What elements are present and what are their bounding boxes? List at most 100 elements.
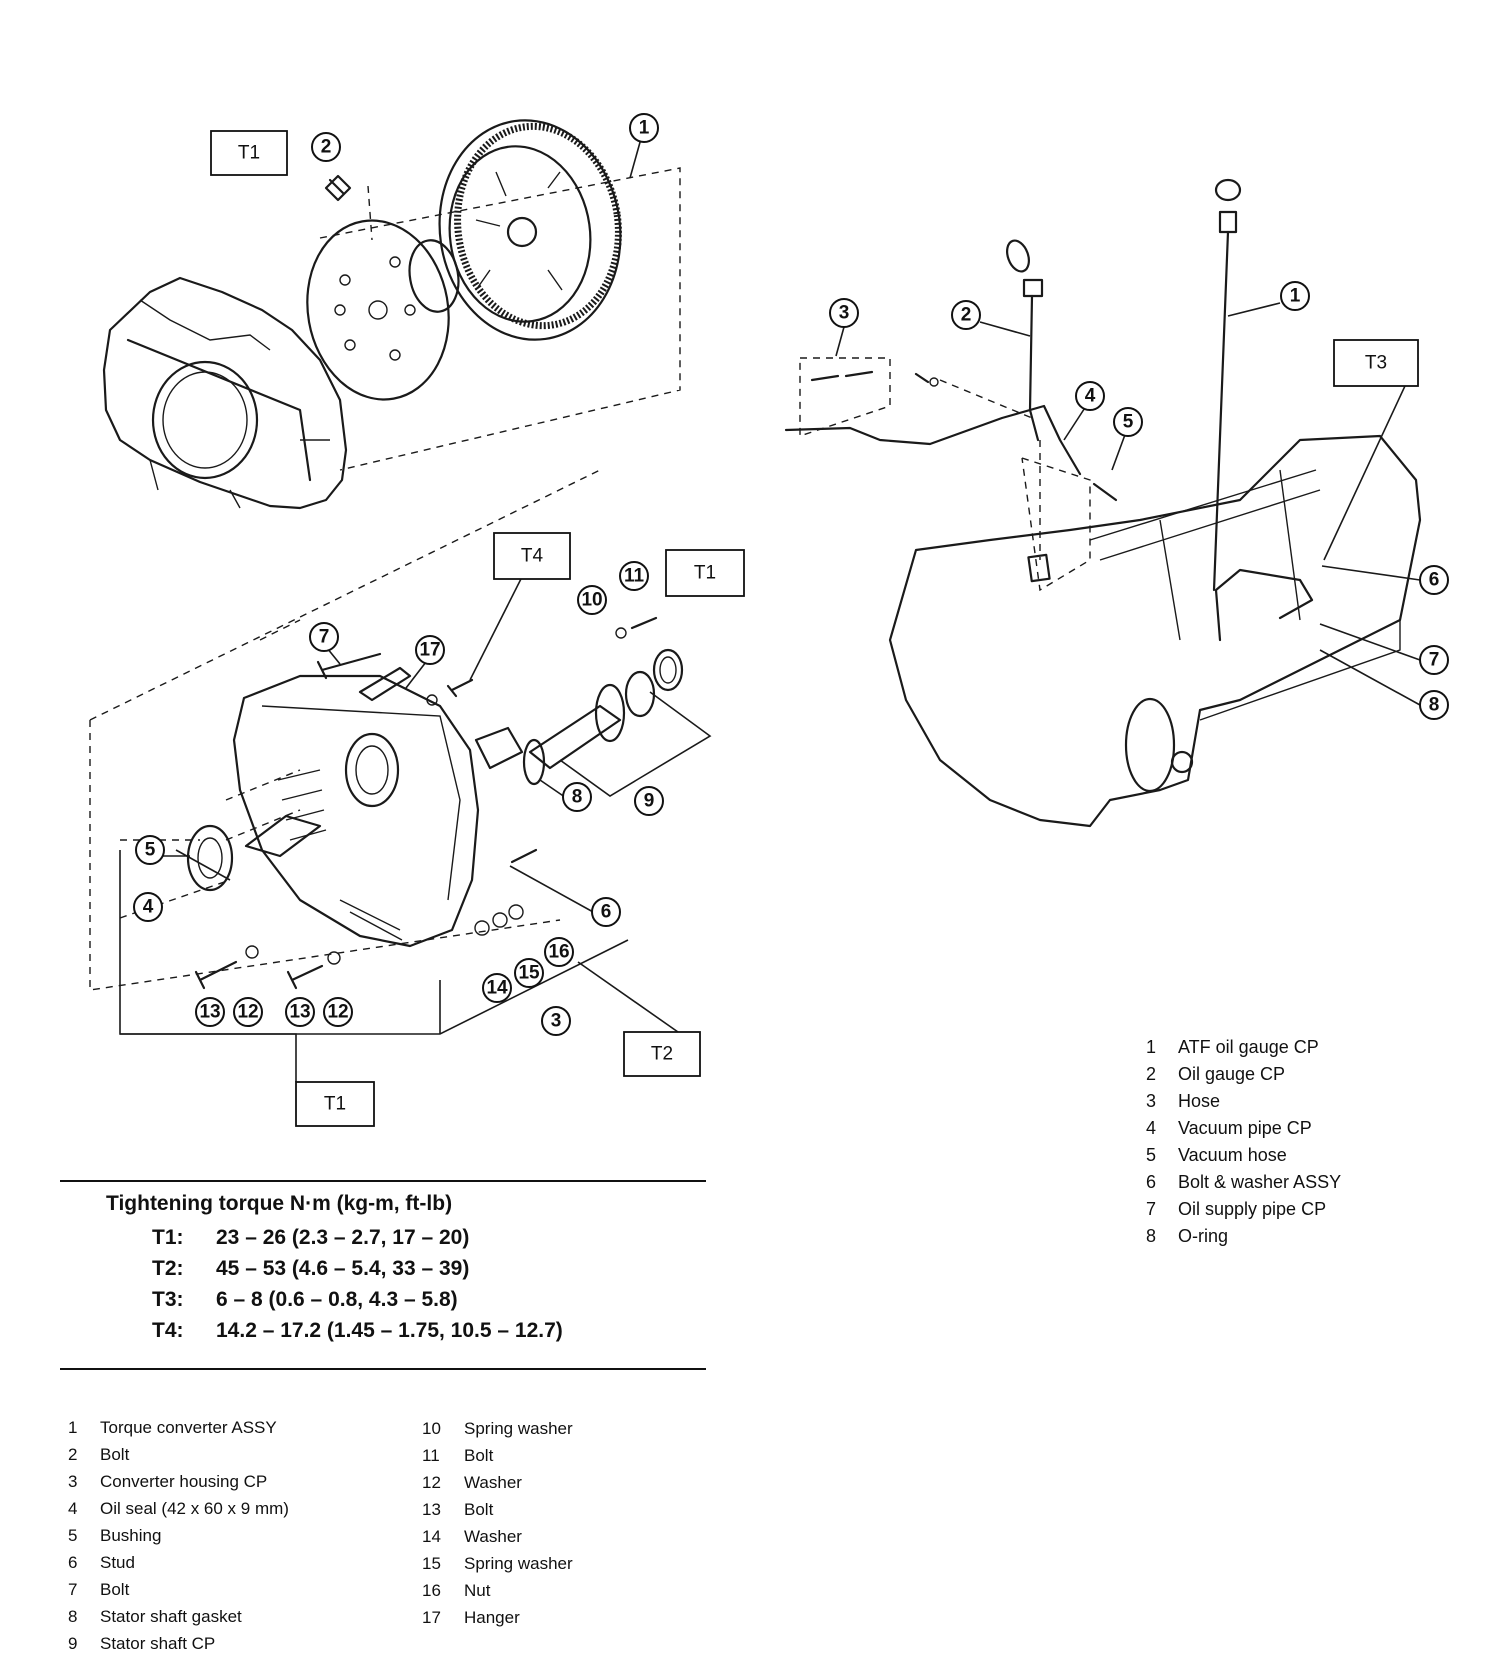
torque-key: T2: [152, 1257, 184, 1280]
stator-shaft [522, 648, 684, 786]
torque-table: Tightening torque N·m (kg-m, ft-lb) T1: 2… [106, 1192, 563, 1346]
svg-text:10: 10 [581, 590, 602, 611]
torque-row: T3:6 – 8 (0.6 – 0.8, 4.3 – 5.8) [152, 1284, 563, 1315]
svg-text:T2: T2 [651, 1044, 673, 1065]
svg-text:2: 2 [321, 137, 332, 158]
torque-table-heading: Tightening torque N·m (kg-m, ft-lb) [106, 1192, 453, 1215]
callout-17: 17 [415, 635, 445, 665]
svg-text:T1: T1 [324, 1094, 346, 1115]
callout-6: 6 [591, 897, 621, 927]
torque-box-t2: T2 [623, 1031, 701, 1077]
callout-4: 4 [1075, 381, 1105, 411]
callout-6: 6 [1419, 565, 1449, 595]
svg-text:13: 13 [199, 1002, 220, 1023]
svg-text:4: 4 [1085, 386, 1096, 407]
torque-box-t1: T1 [210, 130, 288, 176]
svg-text:4: 4 [143, 897, 154, 918]
svg-text:1: 1 [639, 118, 650, 139]
svg-text:16: 16 [548, 942, 569, 963]
torque-value: 23 – 26 (2.3 – 2.7, 17 – 20) [216, 1226, 470, 1249]
svg-text:15: 15 [518, 963, 540, 984]
svg-text:1: 1 [1290, 286, 1301, 307]
svg-text:T1: T1 [694, 563, 716, 584]
svg-text:6: 6 [1429, 570, 1440, 591]
engine-adapter-housing [102, 276, 348, 510]
callout-2: 2 [311, 132, 341, 162]
stator-gasket [474, 726, 524, 770]
torque-value: 6 – 8 (0.6 – 0.8, 4.3 – 5.8) [216, 1288, 458, 1311]
svg-text:6: 6 [601, 902, 612, 923]
svg-text:T3: T3 [1365, 353, 1387, 374]
oil-seal [186, 824, 234, 892]
torque-value: 14.2 – 17.2 (1.45 – 1.75, 10.5 – 12.7) [216, 1319, 563, 1342]
torque-converter [438, 119, 622, 341]
callout-11: 11 [619, 561, 649, 591]
svg-text:14: 14 [486, 978, 508, 999]
callout-13: 13 [195, 997, 225, 1027]
oil-supply-pipe [1214, 568, 1314, 642]
svg-text:12: 12 [237, 1002, 258, 1023]
torque-key: T4: [152, 1319, 184, 1342]
svg-text:T4: T4 [521, 546, 544, 567]
torque-box-t1: T1 [665, 549, 745, 597]
flex-plate-flange [408, 239, 460, 313]
vacuum-hose [1092, 482, 1118, 502]
oil-gauge [1006, 239, 1044, 442]
svg-text:12: 12 [327, 1002, 348, 1023]
svg-text:5: 5 [1123, 412, 1134, 433]
svg-text:7: 7 [319, 627, 330, 648]
torque-value: 45 – 53 (4.6 – 5.4, 33 – 39) [216, 1257, 470, 1280]
svg-text:13: 13 [289, 1002, 310, 1023]
callout-3: 3 [829, 298, 859, 328]
bolt [194, 960, 238, 990]
table-rule-top [60, 1180, 706, 1182]
svg-text:5: 5 [145, 840, 156, 861]
callout-4: 4 [133, 892, 163, 922]
torque-box-t4: T4 [493, 532, 571, 580]
callout-15: 15 [514, 958, 544, 988]
callout-16: 16 [544, 937, 574, 967]
transmission-case [888, 434, 1422, 828]
svg-text:3: 3 [551, 1011, 562, 1032]
svg-text:2: 2 [961, 305, 972, 326]
callout-7: 7 [1419, 645, 1449, 675]
torque-row: T4: 14.2 – 17.2 (1.45 – 1.75, 10.5 – 12.7… [152, 1315, 563, 1346]
torque-key: T1: [152, 1226, 184, 1249]
torque-row: T1: 23 – 26 (2.3 – 2.7, 17 – 20) [152, 1222, 563, 1253]
torque-box-t1: T1 [295, 1081, 375, 1127]
bolt [324, 174, 352, 202]
svg-text:T1: T1 [238, 143, 260, 164]
atf-oil-gauge [1212, 178, 1242, 592]
svg-text:8: 8 [1429, 695, 1440, 716]
hanger [358, 666, 412, 702]
svg-text:9: 9 [644, 791, 655, 812]
svg-text:3: 3 [839, 303, 850, 324]
vacuum-pipe [784, 404, 1082, 476]
callout-12: 12 [233, 997, 263, 1027]
callout-12: 12 [323, 997, 353, 1027]
callout-9: 9 [634, 786, 664, 816]
